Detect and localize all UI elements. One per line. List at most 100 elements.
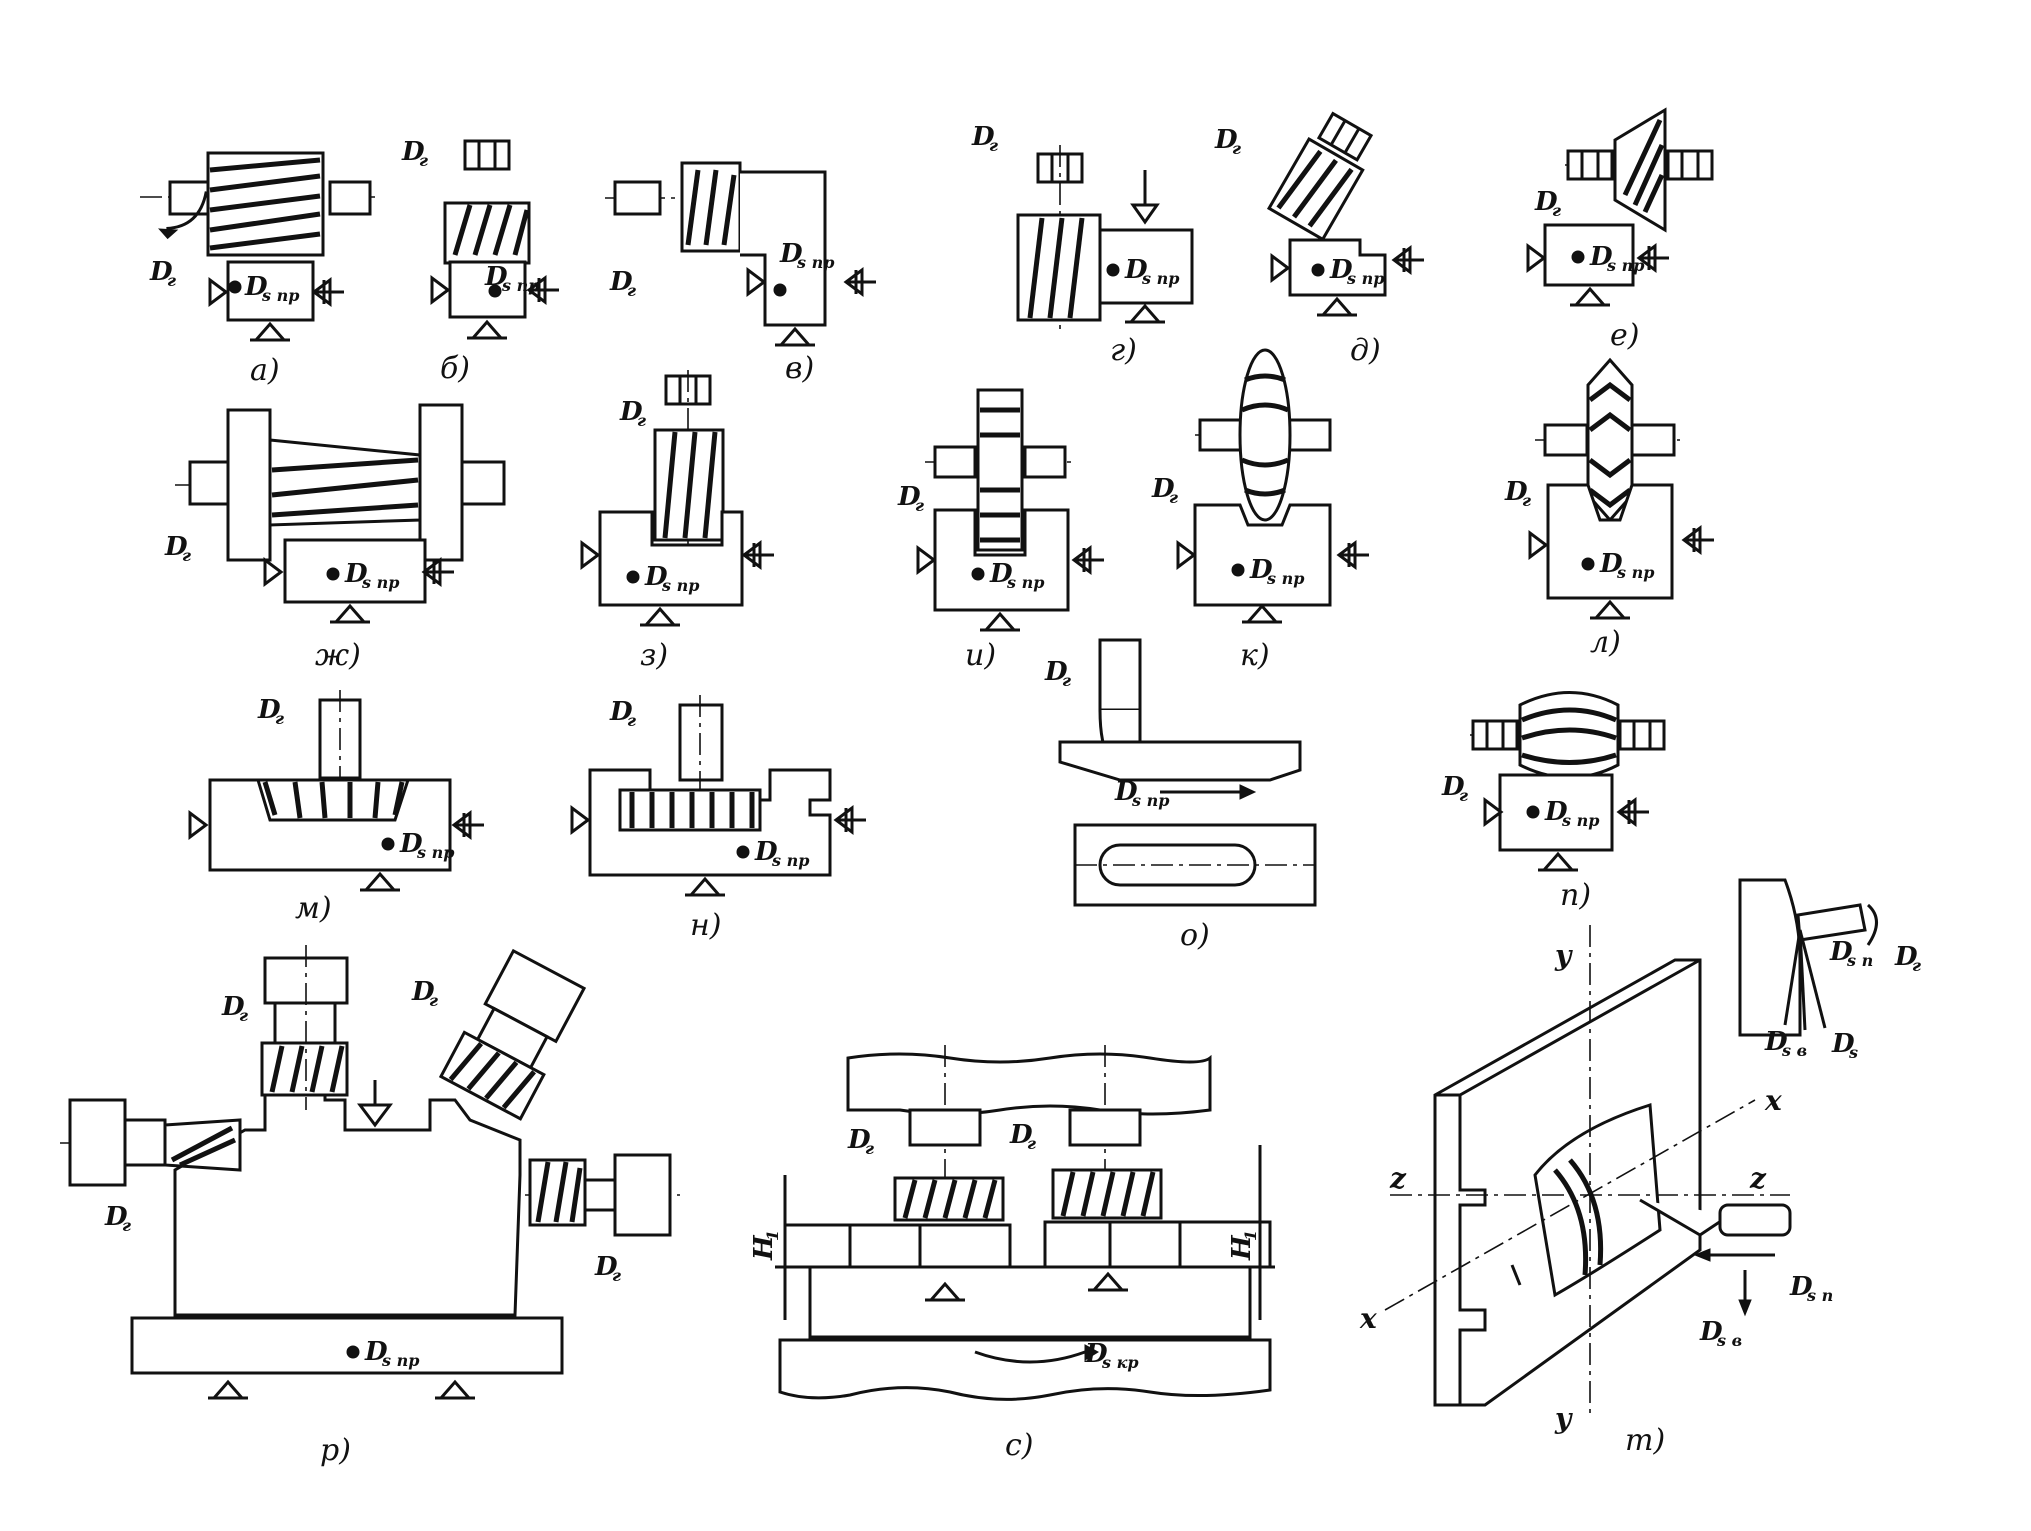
- svg-text:D: D: [847, 1125, 871, 1155]
- svg-text:s пр: s пр: [1561, 811, 1599, 830]
- svg-text:D: D: [1441, 772, 1465, 802]
- svg-text:D: D: [1084, 1339, 1108, 1369]
- svg-text:г: г: [167, 271, 176, 290]
- scheme-d: [1266, 112, 1426, 317]
- svg-text:D: D: [1831, 1029, 1855, 1059]
- svg-text:D: D: [644, 562, 668, 592]
- svg-text:D: D: [779, 239, 803, 269]
- svg-text:s пр: s пр: [416, 843, 454, 862]
- svg-text:D: D: [897, 482, 921, 512]
- svg-text:s кр: s кр: [1101, 1353, 1139, 1372]
- label-t: т): [1625, 1423, 1665, 1458]
- svg-text:г: г: [1912, 956, 1921, 975]
- svg-text:D: D: [221, 992, 245, 1022]
- svg-text:y: y: [1554, 939, 1573, 972]
- svg-text:D: D: [411, 977, 435, 1007]
- label-n: н): [690, 908, 721, 943]
- scheme-p: [1470, 691, 1666, 872]
- label-m: м): [295, 891, 332, 926]
- svg-text:D: D: [1249, 555, 1273, 585]
- svg-text:s пр: s пр: [1131, 791, 1169, 810]
- svg-text:s п: s п: [1846, 951, 1873, 970]
- svg-text:г: г: [989, 136, 998, 155]
- svg-text:г: г: [627, 281, 636, 300]
- svg-text:s пр: s пр: [1346, 269, 1384, 288]
- svg-text:D: D: [1789, 1272, 1813, 1302]
- svg-text:D: D: [1114, 777, 1138, 807]
- label-d: д): [1350, 333, 1381, 368]
- svg-text:г: г: [122, 1216, 131, 1235]
- scheme-v: [605, 161, 878, 347]
- scheme-zh: [175, 403, 506, 624]
- svg-text:D: D: [401, 137, 425, 167]
- svg-text:D: D: [1151, 474, 1175, 504]
- svg-text:D: D: [609, 267, 633, 297]
- label-b: б): [440, 351, 470, 386]
- scheme-t: [1384, 878, 1878, 1415]
- label-s: с): [1005, 1428, 1034, 1463]
- svg-text:г: г: [1027, 1134, 1036, 1153]
- svg-text:s пр: s пр: [361, 573, 399, 592]
- svg-text:D: D: [619, 397, 643, 427]
- scheme-o: [1058, 638, 1317, 907]
- label-o: о): [1180, 918, 1210, 953]
- svg-text:г: г: [627, 711, 636, 730]
- svg-text:D: D: [244, 272, 268, 302]
- svg-text:D: D: [1504, 477, 1528, 507]
- scheme-e: [1526, 107, 1714, 307]
- svg-text:г: г: [865, 1139, 874, 1158]
- svg-text:г: г: [1232, 139, 1241, 158]
- scheme-n: [570, 695, 868, 897]
- svg-text:г: г: [1552, 201, 1561, 220]
- svg-text:D: D: [1124, 255, 1148, 285]
- svg-text:г: г: [637, 411, 646, 430]
- svg-text:D: D: [971, 122, 995, 152]
- svg-text:D: D: [364, 1337, 388, 1367]
- svg-text:D: D: [1599, 549, 1623, 579]
- svg-text:D: D: [1589, 242, 1613, 272]
- svg-text:y: y: [1554, 1402, 1573, 1435]
- scheme-a: [140, 151, 375, 342]
- svg-text:г: г: [239, 1006, 248, 1025]
- svg-text:s пр: s пр: [1266, 569, 1304, 588]
- svg-text:D: D: [1214, 125, 1238, 155]
- svg-text:D: D: [989, 559, 1013, 589]
- svg-text:D: D: [609, 697, 633, 727]
- svg-text:D: D: [104, 1202, 128, 1232]
- svg-text:s пр: s пр: [661, 576, 699, 595]
- h1-labels: H1 H1: [749, 1230, 1260, 1261]
- svg-text:г: г: [419, 151, 428, 170]
- svg-text:H: H: [1227, 1234, 1257, 1261]
- scheme-g: [1016, 145, 1194, 330]
- scheme-s: [775, 1045, 1275, 1401]
- label-v: в): [785, 351, 814, 386]
- t-axis-labels: y y x x z z Ds п Ds в Ds п Ds в Ds: [1359, 937, 1873, 1435]
- svg-text:x: x: [1359, 1302, 1377, 1335]
- svg-text:z: z: [1749, 1162, 1767, 1195]
- scheme-r: [60, 945, 680, 1400]
- svg-text:s пр: s пр: [771, 851, 809, 870]
- scheme-k: [1176, 348, 1371, 624]
- svg-text:1: 1: [1241, 1230, 1260, 1241]
- svg-text:D: D: [1829, 937, 1853, 967]
- svg-text:D: D: [149, 257, 173, 287]
- label-k: к): [1240, 638, 1270, 673]
- svg-text:D: D: [164, 532, 188, 562]
- scheme-i: [916, 388, 1106, 632]
- svg-text:D: D: [1699, 1317, 1723, 1347]
- label-a: а): [250, 353, 280, 388]
- svg-text:D: D: [344, 559, 368, 589]
- svg-text:D: D: [1764, 1027, 1788, 1057]
- scheme-b: [430, 139, 561, 340]
- svg-text:s пр: s пр: [1606, 256, 1644, 275]
- label-l: л): [1590, 625, 1621, 660]
- svg-text:г: г: [1169, 488, 1178, 507]
- svg-text:s: s: [1848, 1043, 1858, 1062]
- svg-text:x: x: [1764, 1084, 1782, 1117]
- feed-symbols: Ds пр Ds пр Ds пр Ds пр Ds пр Ds пр Ds п…: [228, 239, 1654, 1372]
- svg-text:s п: s п: [1806, 1286, 1833, 1305]
- svg-text:D: D: [594, 1252, 618, 1282]
- label-r: р): [320, 1433, 351, 1468]
- svg-text:H: H: [749, 1234, 779, 1261]
